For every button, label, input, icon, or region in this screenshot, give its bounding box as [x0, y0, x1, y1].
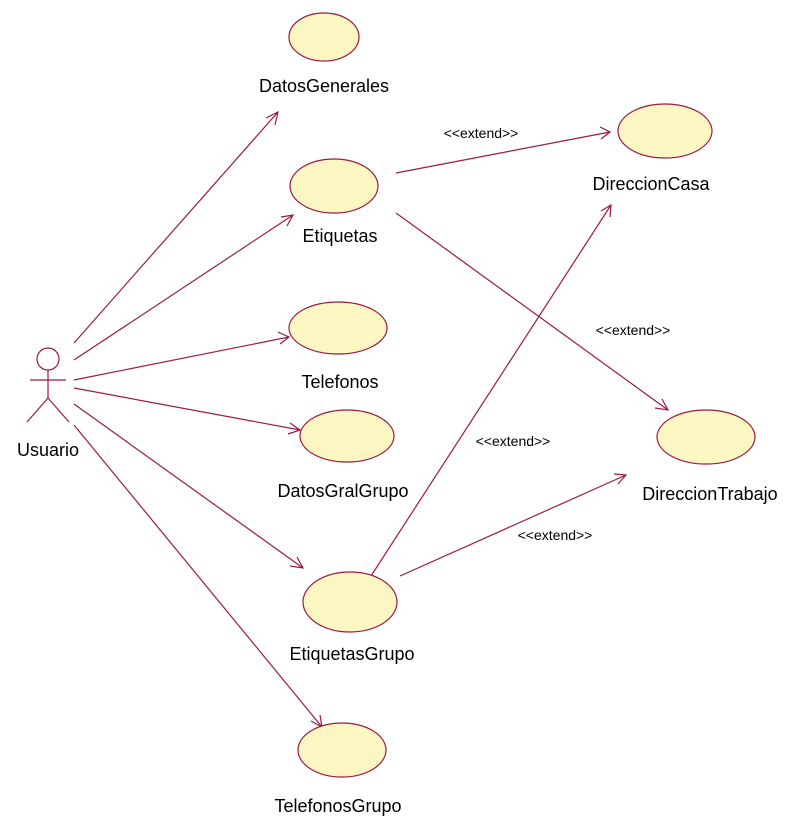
arrowhead — [265, 110, 279, 126]
use-case-label: Etiquetas — [302, 226, 377, 246]
actor-leg-right — [47, 397, 70, 423]
extend-label: <<extend>> — [518, 527, 593, 543]
use-case-ellipse — [288, 12, 360, 62]
actor-leg-left — [26, 397, 49, 423]
arrowhead — [613, 473, 628, 485]
use-case-ellipse — [617, 103, 713, 159]
use-case-etiquetas[interactable]: Etiquetas — [289, 158, 379, 246]
use-case-datos-generales[interactable]: DatosGenerales — [259, 12, 389, 96]
use-case-label: EtiquetasGrupo — [289, 644, 414, 664]
use-case-datos-gral-grupo[interactable]: DatosGralGrupo — [277, 409, 409, 501]
associations — [73, 110, 323, 729]
actor-usuario[interactable]: Usuario — [17, 347, 79, 460]
arrowhead — [599, 126, 612, 140]
use-case-label: DatosGralGrupo — [277, 481, 408, 501]
extend-etiquetas-casa — [395, 131, 611, 174]
use-case-ellipse — [289, 158, 379, 214]
arrowhead — [600, 203, 612, 218]
extend-label: <<extend>> — [476, 433, 551, 449]
use-case-telefonos[interactable]: Telefonos — [288, 301, 388, 392]
arrowhead — [280, 214, 295, 227]
actor-head — [36, 347, 60, 371]
extend-label: <<extend>> — [596, 322, 671, 338]
use-case-label: DireccionCasa — [592, 174, 710, 194]
arrowhead — [287, 422, 302, 435]
use-case-ellipse — [656, 409, 756, 465]
use-case-direccion-casa[interactable]: DireccionCasa — [592, 103, 713, 194]
assoc-etiquetas — [73, 214, 294, 361]
use-case-etiquetas-grupo[interactable]: EtiquetasGrupo — [289, 571, 415, 664]
extend-etiquetas-trabajo — [395, 212, 669, 411]
assoc-datos-gral-grupo — [73, 387, 301, 431]
extend-etiquetasgrupo-casa — [370, 204, 612, 577]
arrowhead — [277, 331, 291, 345]
extend-label: <<extend>> — [444, 125, 519, 141]
use-case-label: DatosGenerales — [259, 76, 389, 96]
use-case-ellipse — [297, 722, 387, 778]
arrowhead — [654, 398, 670, 411]
actor-label: Usuario — [17, 440, 79, 460]
arrowhead — [289, 556, 305, 569]
use-case-label: Telefonos — [301, 372, 378, 392]
use-case-label: DireccionTrabajo — [642, 484, 777, 504]
use-case-ellipse — [302, 571, 398, 633]
use-case-direccion-trabajo[interactable]: DireccionTrabajo — [642, 409, 778, 504]
assoc-telefonos — [73, 336, 290, 381]
extend-etiquetasgrupo-trabajo — [399, 474, 627, 577]
assoc-telefonos-grupo — [73, 424, 323, 728]
use-case-label: TelefonosGrupo — [274, 796, 401, 816]
use-case-telefonos-grupo[interactable]: TelefonosGrupo — [274, 722, 402, 816]
use-case-ellipse — [299, 409, 395, 463]
extend-relations — [370, 126, 670, 577]
assoc-datos-generales — [73, 111, 279, 344]
assoc-etiquetas-grupo — [73, 403, 304, 569]
use-case-ellipse — [288, 301, 388, 355]
